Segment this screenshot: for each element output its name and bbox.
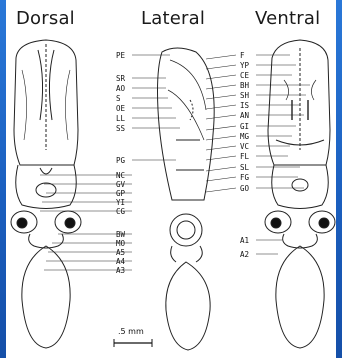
left-label-pe: PE	[116, 51, 126, 60]
leader-line	[206, 95, 236, 99]
left-label-nc: NC	[116, 171, 125, 180]
left-label-ll: LL	[116, 114, 126, 123]
right-label-bh: BH	[240, 81, 250, 90]
left-label-cg: CG	[116, 207, 126, 216]
left-label-a5: A5	[116, 248, 125, 257]
left-label-gp: GP	[116, 189, 126, 198]
leader-line	[206, 188, 236, 192]
right-label-yp: YP	[240, 61, 250, 70]
leader-line	[206, 146, 236, 150]
right-label-mg: MG	[240, 132, 250, 141]
left-label-ss: SS	[116, 124, 126, 133]
leader-line	[206, 136, 236, 140]
lateral-mantle	[158, 48, 215, 200]
right-label-sh: SH	[240, 91, 250, 100]
leader-line	[206, 65, 236, 69]
scale-bar-label: .5 mm	[118, 327, 144, 336]
right-label-sl: SL	[240, 163, 250, 172]
right-label-go: GO	[240, 184, 250, 193]
left-label-s: S	[116, 94, 121, 103]
left-label-gv: GV	[116, 180, 126, 189]
leader-line	[206, 55, 236, 59]
leader-line	[206, 105, 236, 109]
lateral-eye	[170, 214, 202, 246]
right-label-vc: VC	[240, 142, 249, 151]
right-label-fl: FL	[240, 152, 250, 161]
leader-line	[206, 177, 236, 181]
leader-line	[206, 115, 236, 119]
right-label-gi: GI	[240, 122, 249, 131]
right-label-fg: FG	[240, 173, 250, 182]
lateral-yolk-sac	[166, 262, 210, 350]
right-label-is: IS	[240, 101, 250, 110]
left-label-oe: OE	[116, 104, 126, 113]
right-label-f: F	[240, 51, 245, 60]
dorsal-eyes	[11, 211, 81, 233]
right-label-a2: A2	[240, 250, 249, 259]
lateral-arms	[171, 246, 203, 262]
left-label-ao: AO	[116, 84, 126, 93]
right-label-a1: A1	[240, 236, 249, 245]
right-label-ce: CE	[240, 71, 250, 80]
scale-bar: .5 mm	[114, 327, 152, 347]
right-label-an: AN	[240, 111, 249, 120]
leader-line	[206, 167, 236, 171]
ventral-head	[272, 165, 329, 209]
leader-line	[206, 126, 236, 130]
left-label-mo: MO	[116, 239, 126, 248]
left-label-bw: BW	[116, 230, 126, 239]
left-label-yi: YI	[116, 198, 125, 207]
leader-line	[206, 85, 236, 89]
left-label-a4: A4	[116, 257, 126, 266]
ventral-yolk-sac	[276, 246, 324, 348]
ventral-eyes	[265, 211, 335, 233]
left-label-sr: SR	[116, 74, 126, 83]
left-label-pg: PG	[116, 156, 126, 165]
dorsal-mantle	[14, 40, 78, 165]
left-label-a3: A3	[116, 266, 125, 275]
